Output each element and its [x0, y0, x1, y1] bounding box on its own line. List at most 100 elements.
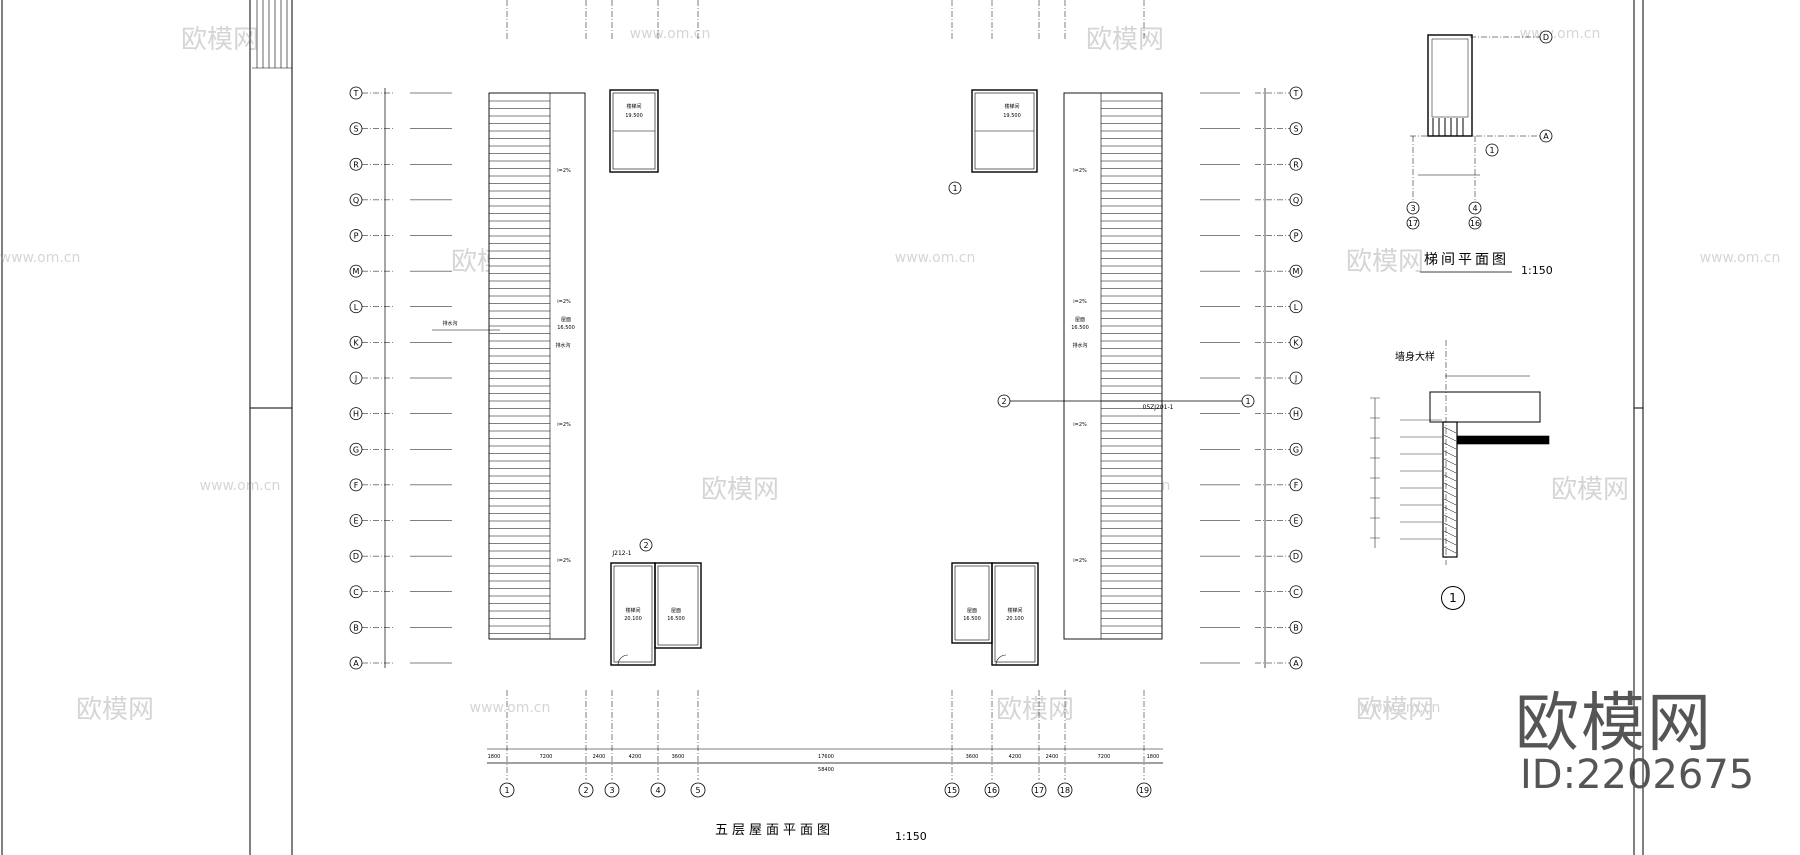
- roof-note: 屋面: [561, 317, 571, 323]
- slope-note: i=2%: [557, 168, 571, 174]
- detail-callout-label: 1: [1489, 146, 1494, 155]
- col-axis-circle: [944, 782, 960, 798]
- callout-bubble-circle: [948, 181, 962, 195]
- watermark-url: www.om.cn: [1700, 250, 1781, 266]
- watermark-brand: 欧模网: [1356, 695, 1434, 725]
- detail-title: 梯间平面图: [1424, 252, 1509, 268]
- detail-callout-circle: [1485, 143, 1499, 157]
- row-axis-right-label: A: [1293, 659, 1299, 668]
- stair-room-bottom-left-2: [654, 562, 702, 649]
- detail-axis-bottom-label: 16: [1470, 219, 1480, 228]
- section-wall-hatch: [1443, 458, 1457, 466]
- detail-axis-top-circle: [1539, 30, 1553, 44]
- row-axis-right-label: C: [1293, 588, 1299, 597]
- roof-blocks: [488, 92, 1163, 640]
- watermark-brand: 欧模网: [181, 25, 259, 55]
- roof-note: 屋面: [1075, 317, 1085, 323]
- col-dim-value: 3600: [966, 754, 979, 760]
- stair-rooms: [609, 89, 1039, 666]
- stair-room-bottom-left-2-inner: [657, 565, 699, 646]
- row-axis-left-label: Q: [353, 196, 359, 205]
- detail-axis-bottom-circle: [1468, 201, 1482, 215]
- col-dim-value: 4200: [629, 754, 642, 760]
- col-dim-value: 2400: [593, 754, 606, 760]
- col-axis-label: 18: [1060, 786, 1070, 795]
- gutter-note: 排水沟: [442, 320, 457, 327]
- col-axis-circle: [690, 782, 706, 798]
- roof-block-left: [488, 92, 586, 640]
- elev-note: 16.500: [1071, 325, 1089, 331]
- main-scale: 1:150: [895, 830, 927, 843]
- col-axis-circle: [984, 782, 1000, 798]
- slope-note: i=2%: [1073, 422, 1087, 428]
- detail-room-inner: [1431, 38, 1469, 118]
- section-wall-hatch: [1443, 498, 1457, 506]
- row-axis-left-label: T: [353, 89, 359, 98]
- section-wall: [1442, 421, 1458, 558]
- stair-room-bottom-right-2-inner: [994, 565, 1036, 663]
- watermark-brand: 欧模网: [996, 695, 1074, 725]
- slope-note: i=2%: [557, 422, 571, 428]
- detail-axis-bottom-circle: [1406, 201, 1420, 215]
- row-axis-right-label: L: [1294, 303, 1299, 312]
- stair-room-top-right: [971, 89, 1038, 173]
- row-axis-right-label: E: [1293, 517, 1298, 526]
- row-axis-right-label: J: [1294, 374, 1297, 383]
- col-dim-value: 3600: [672, 754, 685, 760]
- watermark-url: www.om.cn: [895, 250, 976, 266]
- detail2-title: 墙身大样: [1395, 352, 1435, 363]
- callout-bubble-label: 2: [1001, 397, 1006, 406]
- detail-axis-bottom-label: 17: [1408, 219, 1418, 228]
- col-axis-circle: [1136, 782, 1152, 798]
- col-dim-value: 1800: [1147, 754, 1160, 760]
- watermark-brand: 欧模网: [1086, 25, 1164, 55]
- section-wall-hatch: [1443, 482, 1457, 490]
- col-total-dim: 58400: [818, 767, 834, 773]
- gutter-note: 排水沟: [1072, 342, 1087, 349]
- callout-bubble-label: 2: [643, 541, 648, 550]
- watermark-layer: 欧模网欧模网欧模网欧模网欧模网欧模网欧模网欧模网欧模网www.om.cnwww.…: [0, 25, 1780, 725]
- row-axis-left-label: P: [354, 232, 359, 241]
- col-axis-circle: [1057, 782, 1073, 798]
- row-axis-left-label: M: [353, 267, 360, 276]
- row-axis-right-label: M: [1293, 267, 1300, 276]
- stair-note: 楼梯间: [1007, 607, 1022, 614]
- watermark-url: www.om.cn: [1360, 700, 1441, 716]
- elev-note: 20.100: [1006, 616, 1024, 622]
- slope-note: i=2%: [1073, 299, 1087, 305]
- row-axis-right-label: Q: [1293, 196, 1299, 205]
- detail-room: [1427, 34, 1473, 137]
- callout-bubble-circle: [639, 538, 653, 552]
- watermark-brand: 欧模网: [1346, 247, 1424, 277]
- stair-room-top-left: [609, 89, 659, 173]
- row-axis-right-label: D: [1293, 552, 1299, 561]
- elev-note: 19.500: [625, 113, 643, 119]
- watermark-url: www.om.cn: [1520, 26, 1601, 42]
- col-dim-value: 2400: [1046, 754, 1059, 760]
- col-axis-label: 16: [987, 786, 997, 795]
- drawing-frame: [1, 0, 1644, 855]
- roof-block-right: [1063, 92, 1163, 640]
- watermark-brand: 欧模网: [701, 475, 779, 505]
- detail-scale: 1:150: [1521, 264, 1553, 277]
- slope-note: i=2%: [1073, 168, 1087, 174]
- detail-axis-top-label: D: [1543, 33, 1549, 42]
- detail-axis-bottom-label: 3: [1410, 204, 1415, 213]
- elev-note: 16.500: [557, 325, 575, 331]
- wall-section-detail: [1370, 340, 1550, 565]
- stair-room-bottom-right-2: [991, 562, 1039, 666]
- row-axis-left-label: A: [353, 659, 359, 668]
- row-axis-left-label: S: [353, 125, 358, 134]
- section-wall-hatch: [1443, 474, 1457, 482]
- row-axis-right-label: B: [1293, 623, 1299, 632]
- detail-axis-bottom-circle: [1468, 216, 1482, 230]
- col-axis-label: 3: [609, 786, 614, 795]
- row-axis-left-label: C: [353, 588, 359, 597]
- stair-room-bottom-left-inner: [613, 565, 653, 663]
- row-axis-right-label: S: [1293, 125, 1298, 134]
- watermark-url: www.om.cn: [630, 26, 711, 42]
- col-axis-circle: [650, 782, 666, 798]
